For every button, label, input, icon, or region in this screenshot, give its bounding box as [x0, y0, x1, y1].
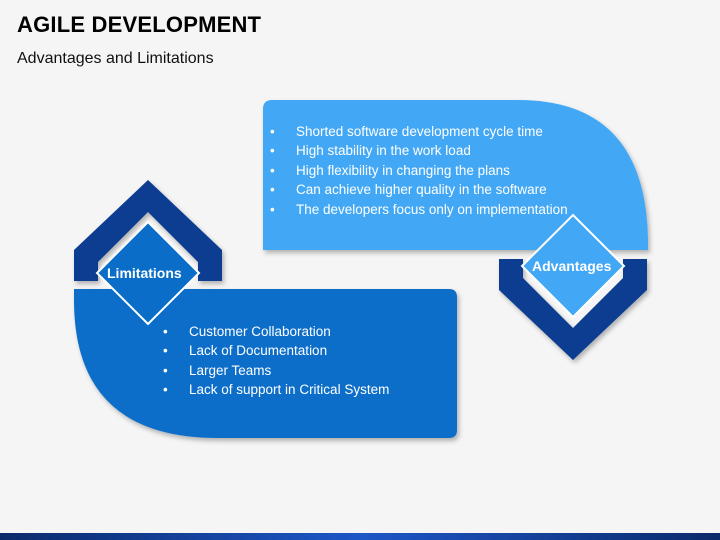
limitations-list: •Customer Collaboration •Lack of Documen…: [163, 322, 389, 400]
limitations-label: Limitations: [107, 265, 182, 281]
limitations-chevron: [74, 180, 222, 281]
bottom-accent-bar: [0, 533, 720, 540]
page-subtitle: Advantages and Limitations: [17, 50, 214, 67]
bullet-icon: •: [270, 143, 275, 159]
bullet-icon: •: [270, 124, 275, 139]
limitations-list-item: •Lack of support in Critical System: [163, 380, 389, 399]
limitations-list-item: •Lack of Documentation: [163, 341, 389, 360]
advantages-label: Advantages: [532, 258, 612, 274]
bullet-icon: •: [163, 324, 168, 339]
bullet-icon: •: [270, 201, 275, 217]
bullet-icon: •: [163, 362, 168, 378]
bullet-icon: •: [270, 162, 275, 178]
advantages-list-item: •Can achieve higher quality in the softw…: [270, 180, 568, 199]
limitations-diamond: [95, 220, 201, 326]
advantages-list-item: •High stability in the work load: [270, 141, 568, 160]
advantages-diamond: [520, 213, 626, 319]
limitations-list-item: •Customer Collaboration: [163, 322, 389, 341]
advantages-list-item: •Shorted software development cycle time: [270, 122, 568, 141]
bullet-icon: •: [163, 382, 168, 398]
bullet-icon: •: [270, 182, 275, 198]
bullet-icon: •: [163, 343, 168, 359]
advantages-panel: [263, 100, 648, 250]
page-title: AGILE DEVELOPMENT: [17, 12, 262, 37]
advantages-chevron: [499, 259, 647, 360]
advantages-list-item: •High flexibility in changing the plans: [270, 161, 568, 180]
limitations-panel: [74, 289, 457, 438]
advantages-list: •Shorted software development cycle time…: [270, 122, 568, 219]
advantages-list-item: •The developers focus only on implementa…: [270, 200, 568, 219]
limitations-list-item: •Larger Teams: [163, 361, 389, 380]
